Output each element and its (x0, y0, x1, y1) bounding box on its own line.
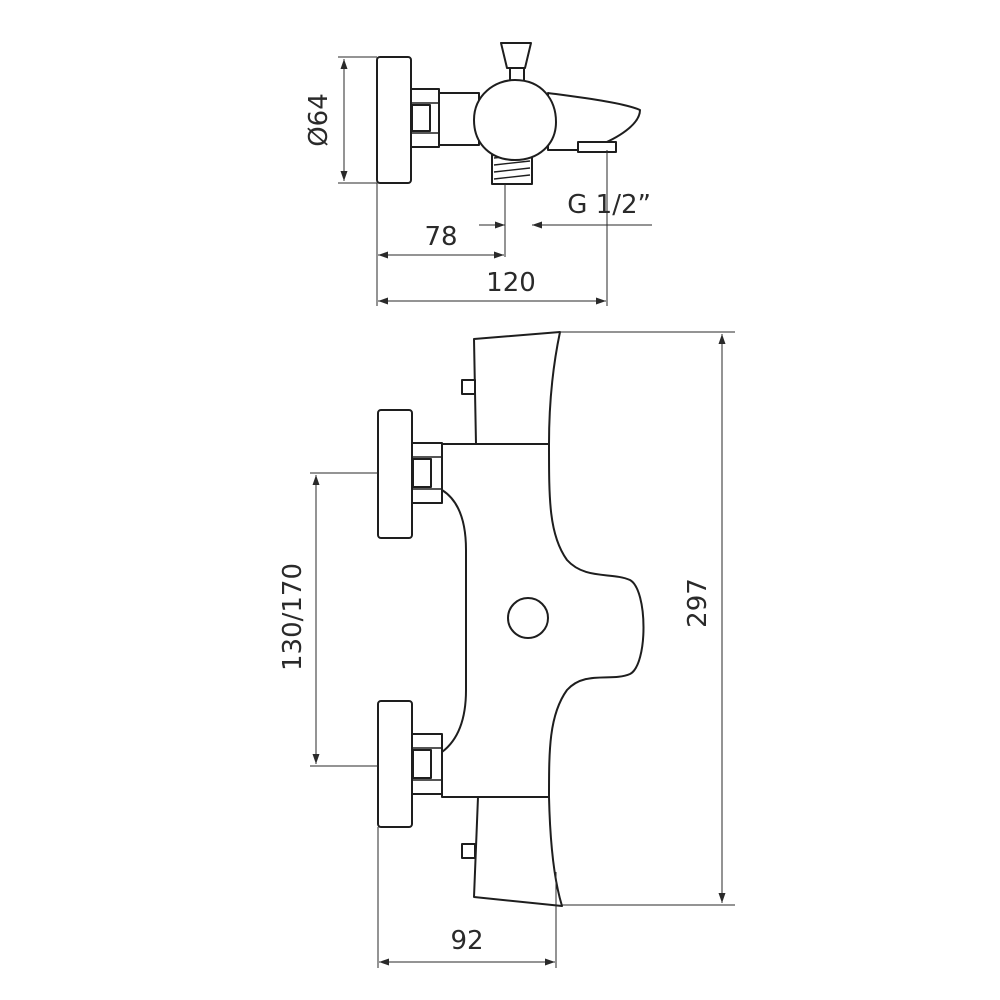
front-top-handle (473, 331, 561, 445)
spacing-label: 130/170 (278, 563, 308, 671)
front-upper-nut-hex (412, 458, 432, 488)
front-top-handle-screw (461, 379, 476, 395)
top-nut-hex (411, 104, 431, 132)
top-body-connector (438, 92, 480, 146)
top-main-body (473, 79, 557, 161)
front-lower-wall-flange (377, 700, 413, 828)
front-outlet-hole (507, 597, 549, 639)
top-wall-flange (376, 56, 412, 184)
width-label: 92 (450, 926, 483, 956)
thread-label: G 1/2” (567, 190, 651, 220)
diameter-label: Ø64 (304, 93, 334, 147)
height-label: 297 (683, 578, 713, 628)
dimension-78-label: 78 (424, 222, 457, 252)
front-upper-wall-flange (377, 409, 413, 539)
dimension-120-label: 120 (486, 268, 536, 298)
front-lower-nut-hex (412, 749, 432, 779)
front-bottom-handle-screw (461, 843, 476, 859)
top-spout-aerator (577, 141, 617, 153)
front-view: 130/170 297 92 (278, 331, 735, 968)
top-diverter-knob (500, 42, 532, 69)
front-bottom-handle (473, 796, 563, 907)
top-view: Ø64 G 1/2” 78 120 (304, 42, 652, 306)
